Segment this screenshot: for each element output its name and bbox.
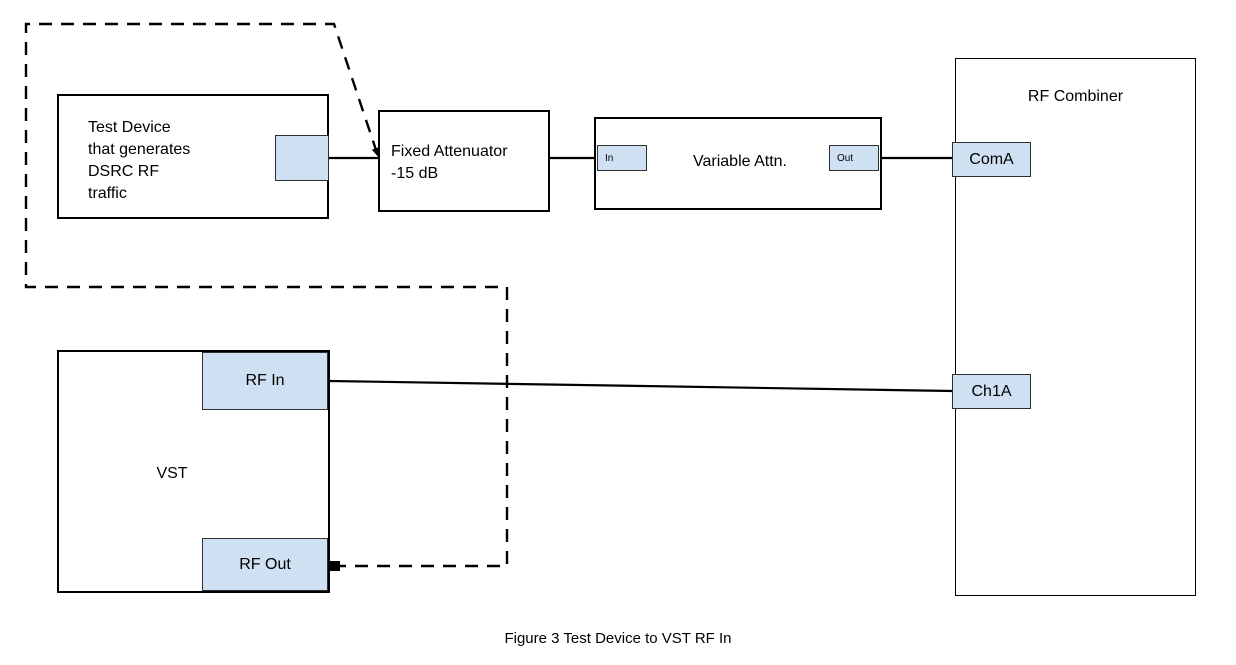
variable-attenuator-port-in[interactable]: In [597,145,647,171]
dashed-feedback-path [24,22,509,568]
fixed-attenuator-label-line1: Fixed Attenuator [391,143,508,160]
vst-port-rf-in[interactable]: RF In [202,352,328,410]
test-device-label-line1: Test Device [88,119,171,136]
rf-combiner-port-ch1a[interactable]: Ch1A [952,374,1031,409]
test-device-label-line2: that generates [88,141,191,158]
vst-label: VST [156,465,188,482]
rf-combiner-title: RF Combiner [1027,88,1124,105]
vst-port-rf-out[interactable]: RF Out [202,538,328,591]
variable-attenuator-port-out[interactable]: Out [829,145,879,171]
test-device-label-line4: traffic [88,185,127,202]
rf-combiner-port-coma[interactable]: ComA [952,142,1031,177]
fixed-attenuator-label-line2: -15 dB [391,165,439,182]
variable-attenuator-label: Variable Attn. [693,153,787,170]
test-device-label-line3: DSRC RF [88,163,160,180]
rf-out-terminal-square [330,561,340,571]
fixed-attenuator-block[interactable] [378,110,550,212]
rf-combiner-block[interactable] [955,58,1196,596]
line-vst-rfin-to-ch1a [329,379,954,393]
figure-caption: Figure 3 Test Device to VST RF In [504,630,732,647]
test-device-rf-port[interactable] [275,135,329,181]
